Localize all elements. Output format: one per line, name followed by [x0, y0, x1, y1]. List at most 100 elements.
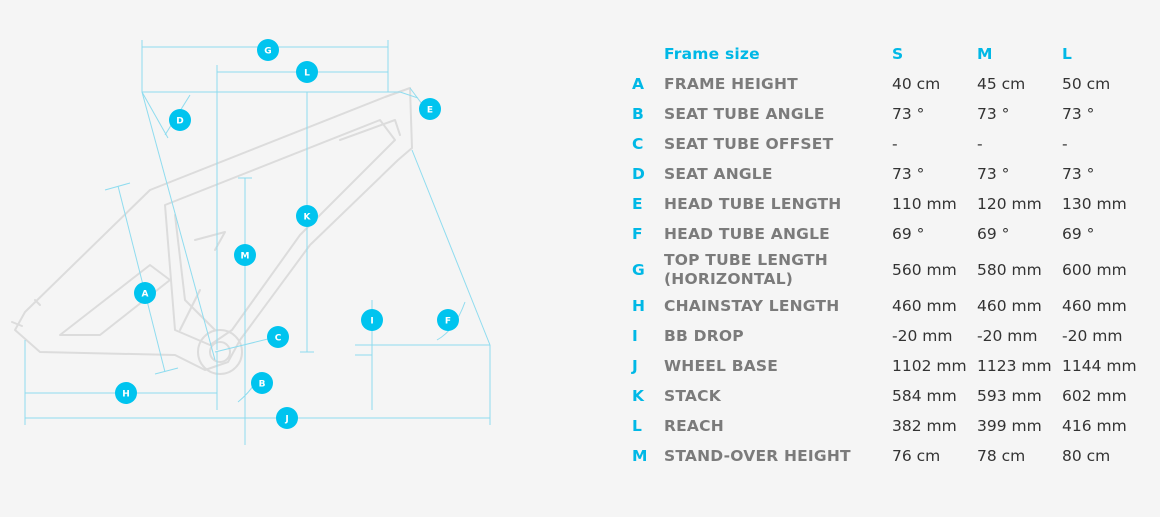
row-value-s: - — [892, 135, 898, 153]
row-value-m: 1123 mm — [977, 357, 1052, 375]
table-row: K STACK 584 mm 593 mm 602 mm — [626, 381, 1142, 411]
row-value-m: 78 cm — [977, 447, 1026, 465]
row-code: B — [632, 105, 644, 123]
row-value-l: 130 mm — [1062, 195, 1127, 213]
row-code: A — [632, 75, 644, 93]
label-k: K — [296, 205, 318, 227]
svg-text:F: F — [445, 317, 451, 327]
row-value-s: 110 mm — [892, 195, 957, 213]
row-value-m: 580 mm — [977, 261, 1042, 279]
row-label: STACK — [664, 387, 721, 405]
row-label: STAND-OVER HEIGHT — [664, 447, 851, 465]
table-row: F HEAD TUBE ANGLE 69 ° 69 ° 69 ° — [626, 219, 1142, 249]
row-value-m: 120 mm — [977, 195, 1042, 213]
row-label: CHAINSTAY LENGTH — [664, 297, 840, 315]
table-row: G TOP TUBE LENGTH (HORIZONTAL) 560 mm 58… — [626, 249, 1142, 291]
header-size-m: M — [977, 45, 993, 63]
svg-text:A: A — [142, 290, 149, 300]
label-h: H — [115, 382, 137, 404]
label-c: C — [267, 326, 289, 348]
row-code: K — [632, 387, 645, 405]
row-code: D — [632, 165, 645, 183]
row-code: M — [632, 447, 648, 465]
row-value-s: 76 cm — [892, 447, 941, 465]
row-value-l: 416 mm — [1062, 417, 1127, 435]
row-value-s: 1102 mm — [892, 357, 967, 375]
svg-text:C: C — [275, 334, 282, 344]
svg-text:G: G — [264, 47, 271, 57]
svg-text:E: E — [427, 106, 433, 116]
geometry-table: Frame size S M L A FRAME HEIGHT 40 cm 45… — [626, 39, 1142, 471]
table-row: C SEAT TUBE OFFSET - - - — [626, 129, 1142, 159]
svg-text:B: B — [259, 380, 266, 390]
row-value-l: 69 ° — [1062, 225, 1095, 243]
row-value-s: 73 ° — [892, 105, 925, 123]
row-label: HEAD TUBE LENGTH — [664, 195, 842, 213]
row-label: WHEEL BASE — [664, 357, 779, 375]
row-value-l: 1144 mm — [1062, 357, 1137, 375]
row-label: SEAT ANGLE — [664, 165, 773, 183]
svg-text:I: I — [370, 317, 373, 327]
svg-text:J: J — [284, 415, 288, 425]
row-value-l: -20 mm — [1062, 327, 1123, 345]
row-code: H — [632, 297, 645, 315]
row-value-m: 45 cm — [977, 75, 1026, 93]
row-value-s: 40 cm — [892, 75, 941, 93]
table-row: B SEAT TUBE ANGLE 73 ° 73 ° 73 ° — [626, 99, 1142, 129]
header-size-s: S — [892, 45, 904, 63]
row-value-l: - — [1062, 135, 1068, 153]
row-value-m: 69 ° — [977, 225, 1010, 243]
row-value-l: 73 ° — [1062, 105, 1095, 123]
row-value-s: -20 mm — [892, 327, 953, 345]
row-value-s: 73 ° — [892, 165, 925, 183]
table-row: L REACH 382 mm 399 mm 416 mm — [626, 411, 1142, 441]
table-row: A FRAME HEIGHT 40 cm 45 cm 50 cm — [626, 69, 1142, 99]
label-g: G — [257, 39, 279, 61]
row-value-s: 382 mm — [892, 417, 957, 435]
row-label: SEAT TUBE ANGLE — [664, 105, 825, 123]
row-code: L — [632, 417, 642, 435]
svg-text:L: L — [304, 69, 310, 79]
row-code: F — [632, 225, 643, 243]
header-code-cell — [626, 39, 664, 69]
row-value-m: 73 ° — [977, 105, 1010, 123]
row-label: HEAD TUBE ANGLE — [664, 225, 830, 243]
row-value-m: - — [977, 135, 983, 153]
header-frame-size: Frame size — [664, 45, 760, 63]
row-value-m: -20 mm — [977, 327, 1038, 345]
label-i: I — [361, 309, 383, 331]
row-value-m: 460 mm — [977, 297, 1042, 315]
row-label: BB DROP — [664, 327, 744, 345]
label-f: F — [437, 309, 459, 331]
table-row: I BB DROP -20 mm -20 mm -20 mm — [626, 321, 1142, 351]
table-row: H CHAINSTAY LENGTH 460 mm 460 mm 460 mm — [626, 291, 1142, 321]
table-row: D SEAT ANGLE 73 ° 73 ° 73 ° — [626, 159, 1142, 189]
bike-frame-outline — [11, 87, 413, 375]
row-value-s: 460 mm — [892, 297, 957, 315]
label-l: L — [296, 61, 318, 83]
svg-text:K: K — [304, 213, 312, 223]
row-code: I — [632, 327, 638, 345]
row-code: J — [632, 357, 638, 375]
row-value-s: 69 ° — [892, 225, 925, 243]
row-value-m: 399 mm — [977, 417, 1042, 435]
row-value-l: 602 mm — [1062, 387, 1127, 405]
svg-text:H: H — [122, 390, 130, 400]
row-value-l: 80 cm — [1062, 447, 1111, 465]
row-value-m: 73 ° — [977, 165, 1010, 183]
dimension-lines — [24, 40, 491, 445]
label-j: J — [276, 407, 298, 429]
row-code: C — [632, 135, 644, 153]
row-label-line2: (HORIZONTAL) — [664, 270, 794, 288]
row-label: TOP TUBE LENGTH (HORIZONTAL) — [664, 249, 892, 291]
row-value-l: 50 cm — [1062, 75, 1111, 93]
label-a: A — [134, 282, 156, 304]
label-e: E — [419, 98, 441, 120]
table-row: M STAND-OVER HEIGHT 76 cm 78 cm 80 cm — [626, 441, 1142, 471]
table-row: E HEAD TUBE LENGTH 110 mm 120 mm 130 mm — [626, 189, 1142, 219]
header-size-l: L — [1062, 45, 1072, 63]
row-code: E — [632, 195, 643, 213]
label-m: M — [234, 244, 256, 266]
frame-geometry-diagram: G L E D K M A C I F B H — [11, 39, 491, 445]
row-value-s: 584 mm — [892, 387, 957, 405]
